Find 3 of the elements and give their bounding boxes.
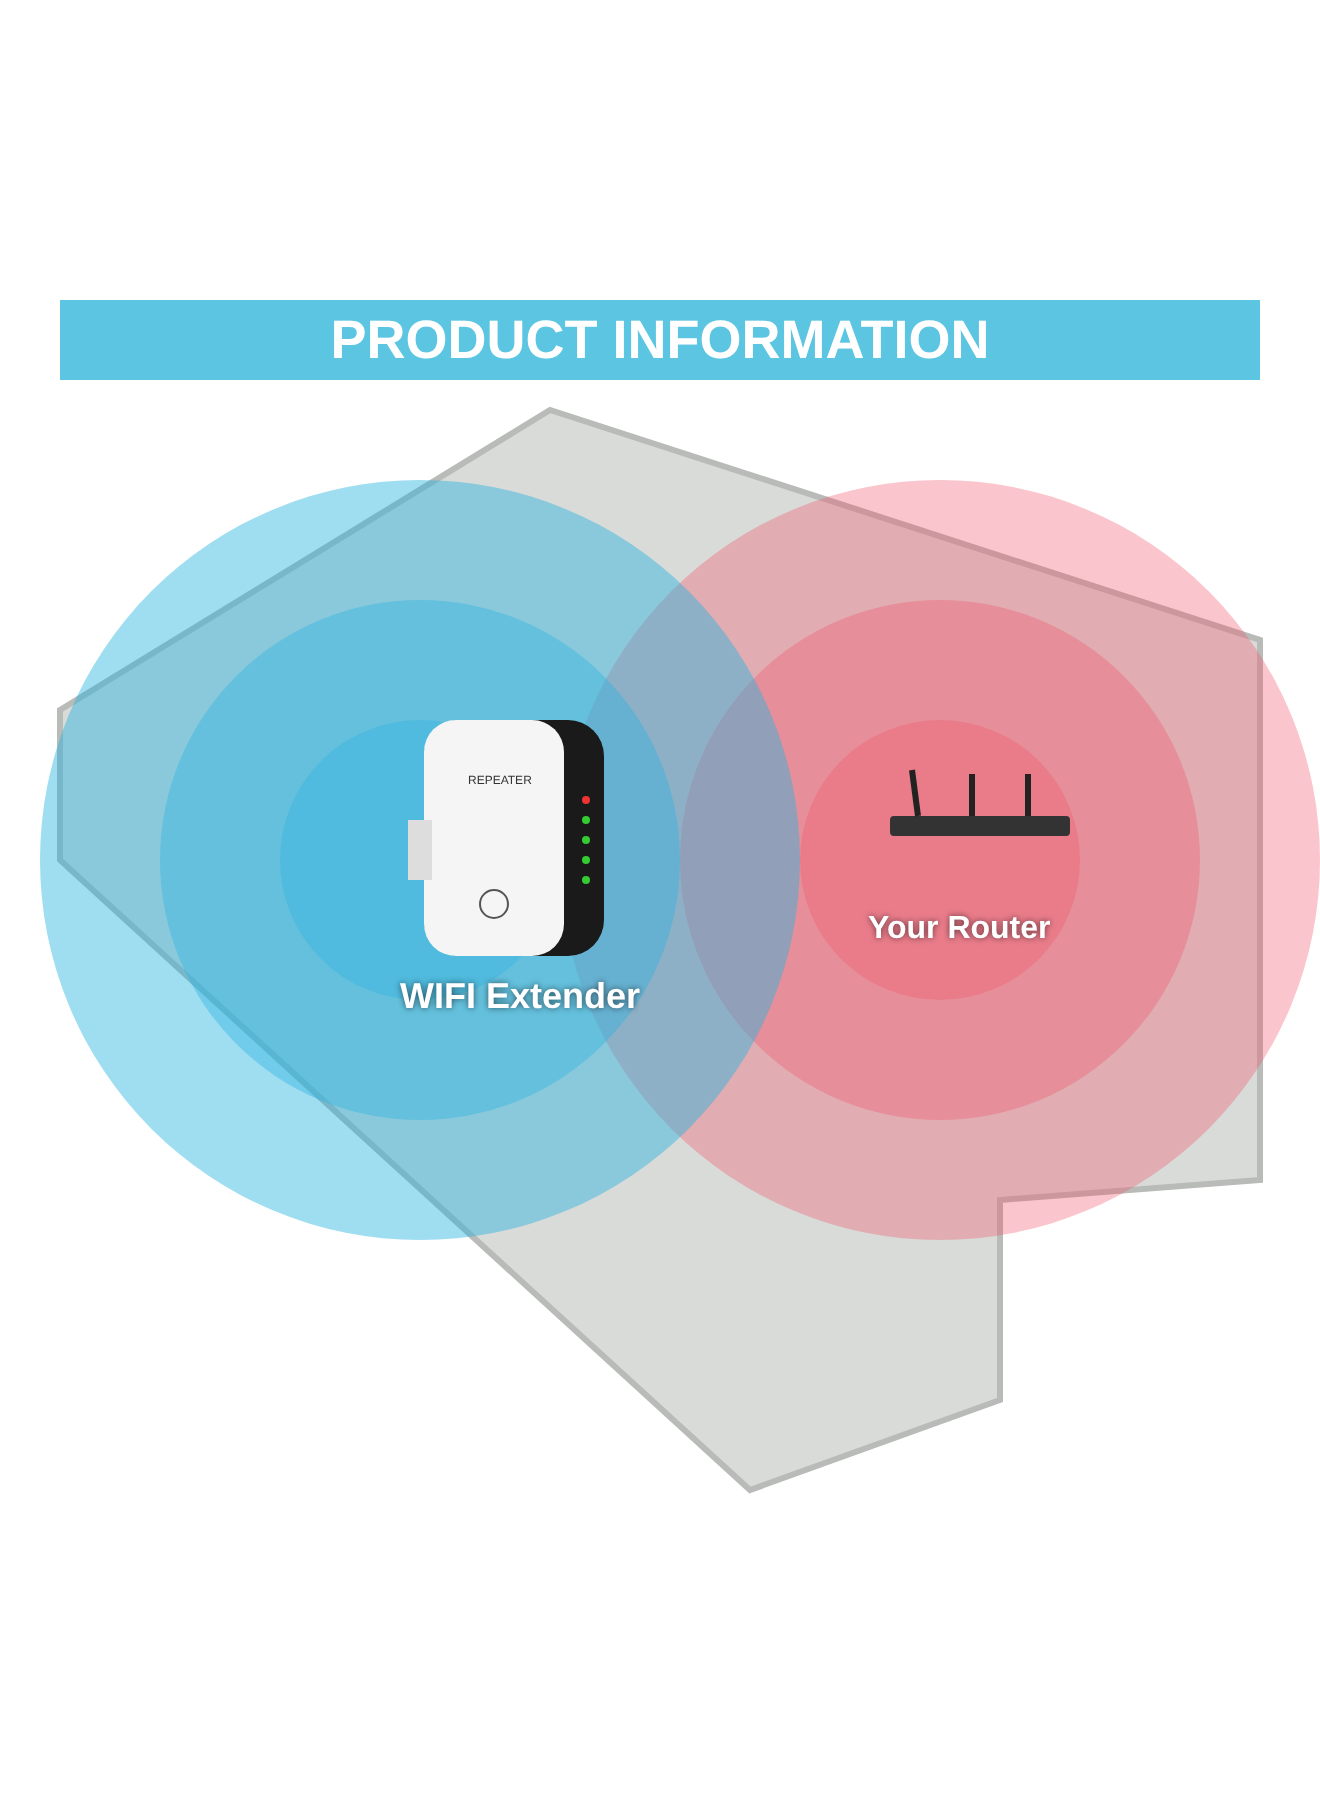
device-caption: WIFI Extender xyxy=(400,976,641,1018)
banner-title: PRODUCT INFORMATION xyxy=(60,300,1260,380)
device-caption: Your Router xyxy=(868,912,1051,948)
